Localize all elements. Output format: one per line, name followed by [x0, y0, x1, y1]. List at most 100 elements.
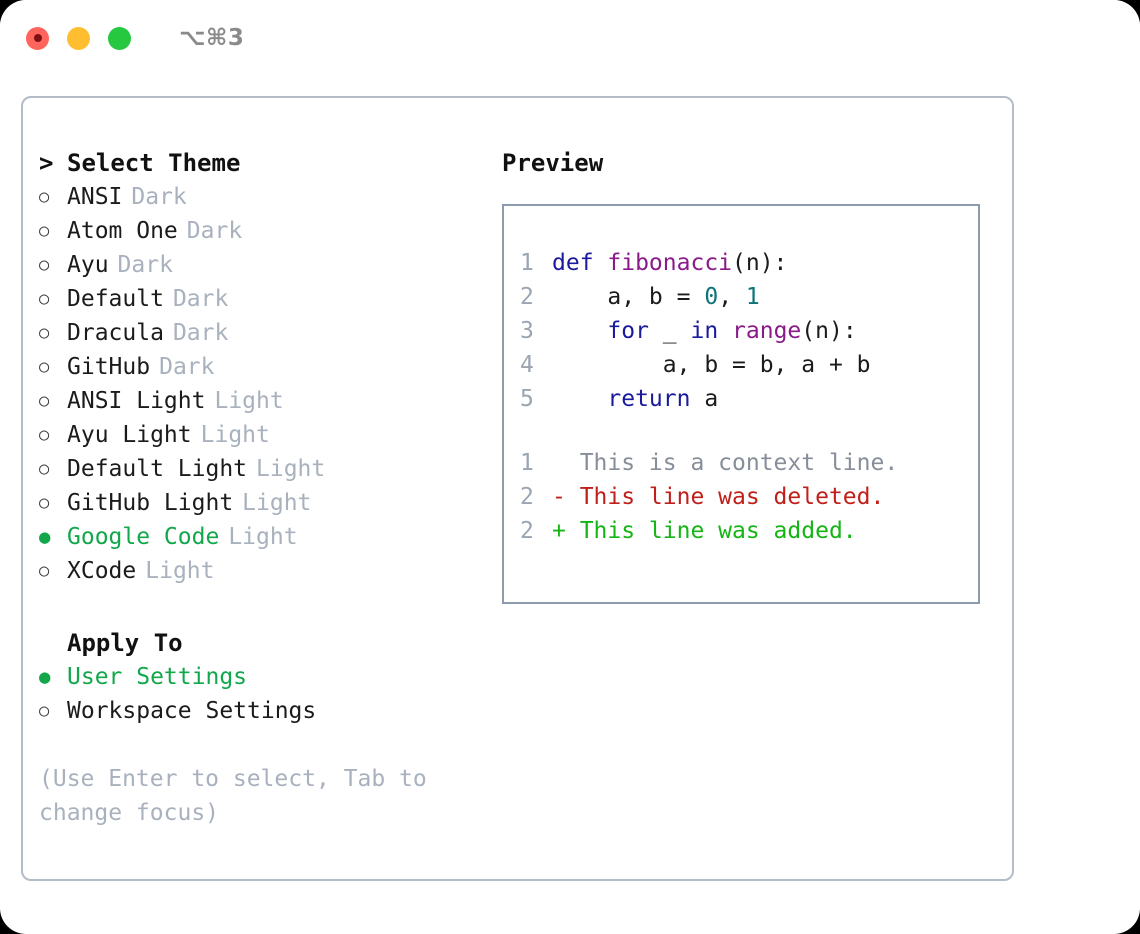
code-token-kw: return [607, 386, 691, 412]
traffic-light-group [26, 26, 131, 50]
apply-option-label: Workspace Settings [67, 698, 317, 724]
code-token-num: 1 [745, 284, 760, 310]
radio-unselected-icon: ○ [39, 459, 50, 479]
code-line-number: 3 [520, 318, 534, 344]
code-token-plain: a, b = [552, 284, 705, 310]
code-token-plain: _ [648, 318, 691, 344]
diff-line-content: + This line was added. [552, 518, 857, 544]
code-line: 2 a, b = 0, 1 [504, 280, 978, 314]
diff-sample: 1 This is a context line. 2 - This line wa… [504, 446, 978, 548]
code-token-punc: (n): [801, 318, 857, 344]
radio-unselected-icon: ○ [39, 561, 50, 581]
theme-option-label: GitHub [67, 354, 151, 380]
theme-option-label: Atom One [67, 218, 178, 244]
radio-selected-icon: ● [39, 526, 51, 548]
theme-option-variant-tag: Dark [117, 252, 173, 278]
diff-line-content: - This line was deleted. [552, 484, 885, 510]
theme-option-variant-tag: Light [242, 490, 312, 516]
theme-option-ayu[interactable]: ○ Ayu Dark [39, 248, 494, 282]
code-line-number: 1 [520, 250, 534, 276]
theme-option-dracula[interactable]: ○ Dracula Dark [39, 316, 494, 350]
apply-option-label: User Settings [67, 664, 248, 690]
radio-unselected-icon: ○ [39, 493, 50, 513]
maximize-button[interactable] [108, 26, 131, 50]
theme-option-google-code[interactable]: ● Google Code Light [39, 520, 494, 554]
apply-to-heading: Apply To [39, 626, 494, 660]
theme-option-label: ANSI Light [67, 388, 206, 414]
radio-unselected-icon: ○ [39, 255, 50, 275]
apply-option-user-settings[interactable]: ● User Settings [39, 660, 494, 694]
theme-option-default-light[interactable]: ○ Default Light Light [39, 452, 494, 486]
apply-option-workspace-settings[interactable]: ○ Workspace Settings [39, 694, 494, 728]
diff-line-content: This is a context line. [552, 450, 899, 476]
theme-option-label: ANSI [67, 184, 123, 210]
code-line-content: return a [552, 382, 718, 416]
code-line-content: a, b = b, a + b [552, 348, 871, 382]
code-token-fn: fibonacci [607, 250, 733, 276]
theme-option-github-light[interactable]: ○ GitHub Light Light [39, 486, 494, 520]
close-button[interactable] [26, 26, 49, 50]
radio-unselected-icon: ○ [39, 323, 50, 343]
code-token-plain [552, 318, 607, 344]
code-line: 4 a, b = b, a + b [504, 348, 978, 382]
code-line: 1 def fibonacci(n): [504, 246, 978, 280]
minimize-button[interactable] [67, 26, 90, 50]
code-token-kw: in [690, 318, 719, 344]
radio-unselected-icon: ○ [39, 701, 50, 721]
apply-to-list[interactable]: ● User Settings ○ Workspace Settings [39, 660, 494, 728]
code-line-content: def fibonacci(n): [552, 246, 787, 280]
code-token-plain [552, 386, 607, 412]
code-token-kw: for [607, 318, 649, 344]
radio-unselected-icon: ○ [39, 221, 50, 241]
theme-option-label: Google Code [67, 524, 220, 550]
theme-option-variant-tag: Dark [172, 286, 229, 312]
code-token-kw: def [552, 250, 608, 276]
code-token-punc: (n): [732, 250, 788, 276]
theme-option-label: Dracula [67, 320, 164, 346]
title-bar: ⌥⌘3 [0, 0, 1140, 76]
theme-option-label: Ayu Light [67, 422, 192, 448]
theme-option-variant-tag: Dark [186, 218, 243, 244]
help-text: (Use Enter to select, Tab to change focu… [39, 766, 427, 826]
code-token-num: 0 [704, 284, 719, 310]
diff-line-number: 2 [520, 484, 534, 510]
code-token-fn: range [732, 318, 802, 344]
diff-line-number: 2 [520, 518, 534, 544]
theme-option-variant-tag: Dark [172, 320, 229, 346]
code-token-plain [718, 318, 732, 344]
window-shortcut-label: ⌥⌘3 [179, 25, 245, 51]
theme-option-label: Default Light [67, 456, 248, 482]
radio-selected-icon: ● [39, 666, 51, 688]
theme-option-label: GitHub Light [67, 490, 234, 516]
radio-unselected-icon: ○ [39, 289, 50, 309]
code-line: 3 for _ in range(n): [504, 314, 978, 348]
select-theme-heading: > Select Theme [39, 146, 494, 180]
diff-line: 1 This is a context line. [504, 446, 978, 480]
theme-option-label: Ayu [67, 252, 109, 278]
theme-option-atom-one[interactable]: ○ Atom One Dark [39, 214, 494, 248]
code-line-content: for _ in range(n): [552, 314, 857, 348]
apply-to-heading-label: Apply To [67, 629, 183, 657]
theme-option-variant-tag: Light [228, 524, 298, 550]
theme-option-variant-tag: Light [256, 456, 326, 482]
select-theme-heading-label: Select Theme [67, 149, 241, 177]
theme-option-variant-tag: Dark [159, 354, 215, 380]
apply-to-section: Apply To ● User Settings ○ Workspace Settin… [39, 626, 494, 728]
code-line: 5 return a [504, 382, 978, 416]
theme-option-variant-tag: Dark [131, 184, 187, 210]
theme-option-variant-tag: Light [214, 388, 284, 414]
diff-line: 2 - This line was deleted. [504, 480, 978, 514]
theme-option-variant-tag: Light [200, 422, 270, 448]
